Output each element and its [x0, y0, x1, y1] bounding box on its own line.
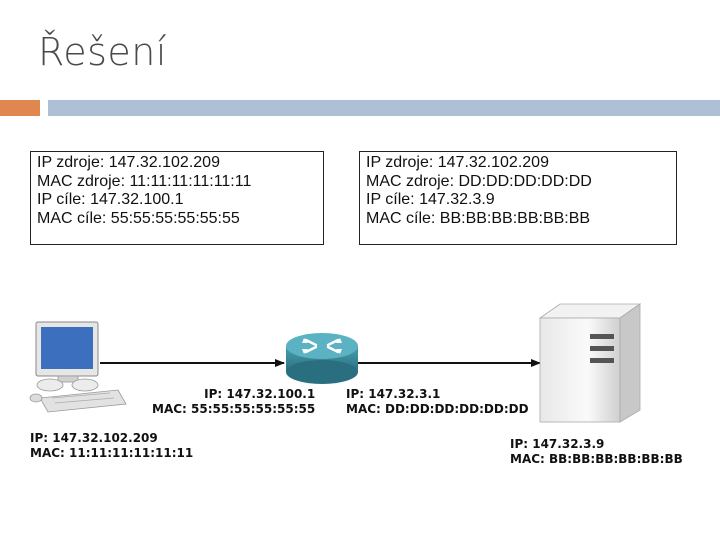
frame-left-dst-ip: IP cíle: 147.32.100.1 — [37, 191, 184, 208]
frame-right-src-ip: IP zdroje: 147.32.102.209 — [366, 154, 549, 171]
pc-ip: IP: 147.32.102.209 — [30, 431, 158, 445]
frame-left-dst-mac: MAC cíle: 55:55:55:55:55:55 — [37, 209, 240, 227]
computer-icon — [29, 321, 127, 413]
pc-address-label: IP: 147.32.102.209 MAC: 11:11:11:11:11:1… — [30, 431, 193, 461]
frame-right-dst-mac: MAC cíle: BB:BB:BB:BB:BB:BB — [366, 209, 591, 227]
server-mac: MAC: BB:BB:BB:BB:BB:BB — [510, 452, 683, 466]
router-icon — [286, 333, 358, 384]
frame-left-src-ip: IP zdroje: 147.32.102.209 — [37, 154, 220, 171]
server-icon — [538, 303, 642, 423]
server-address-label: IP: 147.32.3.9 MAC: BB:BB:BB:BB:BB:BB — [510, 437, 683, 467]
router-left-mac: MAC: 55:55:55:55:55:55 — [152, 402, 316, 416]
frame-right-src-mac: MAC zdroje: DD:DD:DD:DD:DD — [366, 172, 592, 190]
router-right-address-label: IP: 147.32.3.1 MAC: DD:DD:DD:DD:DD:DD — [346, 387, 529, 417]
frame-header-right: IP zdroje: 147.32.102.209 MAC zdroje: DD… — [359, 151, 677, 245]
router-left-ip: IP: 147.32.100.1 — [204, 387, 316, 401]
frame-right-dst-ip: IP cíle: 147.32.3.9 — [366, 191, 495, 208]
title-divider-bar — [48, 100, 720, 116]
server-ip: IP: 147.32.3.9 — [510, 437, 605, 451]
title-accent-bar — [0, 100, 40, 116]
router-right-mac: MAC: DD:DD:DD:DD:DD:DD — [346, 402, 529, 416]
frame-left-src-mac: MAC zdroje: 11:11:11:11:11:11 — [37, 172, 252, 190]
router-left-address-label: IP: 147.32.100.1 MAC: 55:55:55:55:55:55 — [152, 387, 315, 417]
slide-title: Řešení — [38, 30, 167, 74]
pc-mac: MAC: 11:11:11:11:11:11 — [30, 446, 194, 460]
router-right-ip: IP: 147.32.3.1 — [346, 387, 441, 401]
frame-header-left: IP zdroje: 147.32.102.209 MAC zdroje: 11… — [30, 151, 324, 245]
